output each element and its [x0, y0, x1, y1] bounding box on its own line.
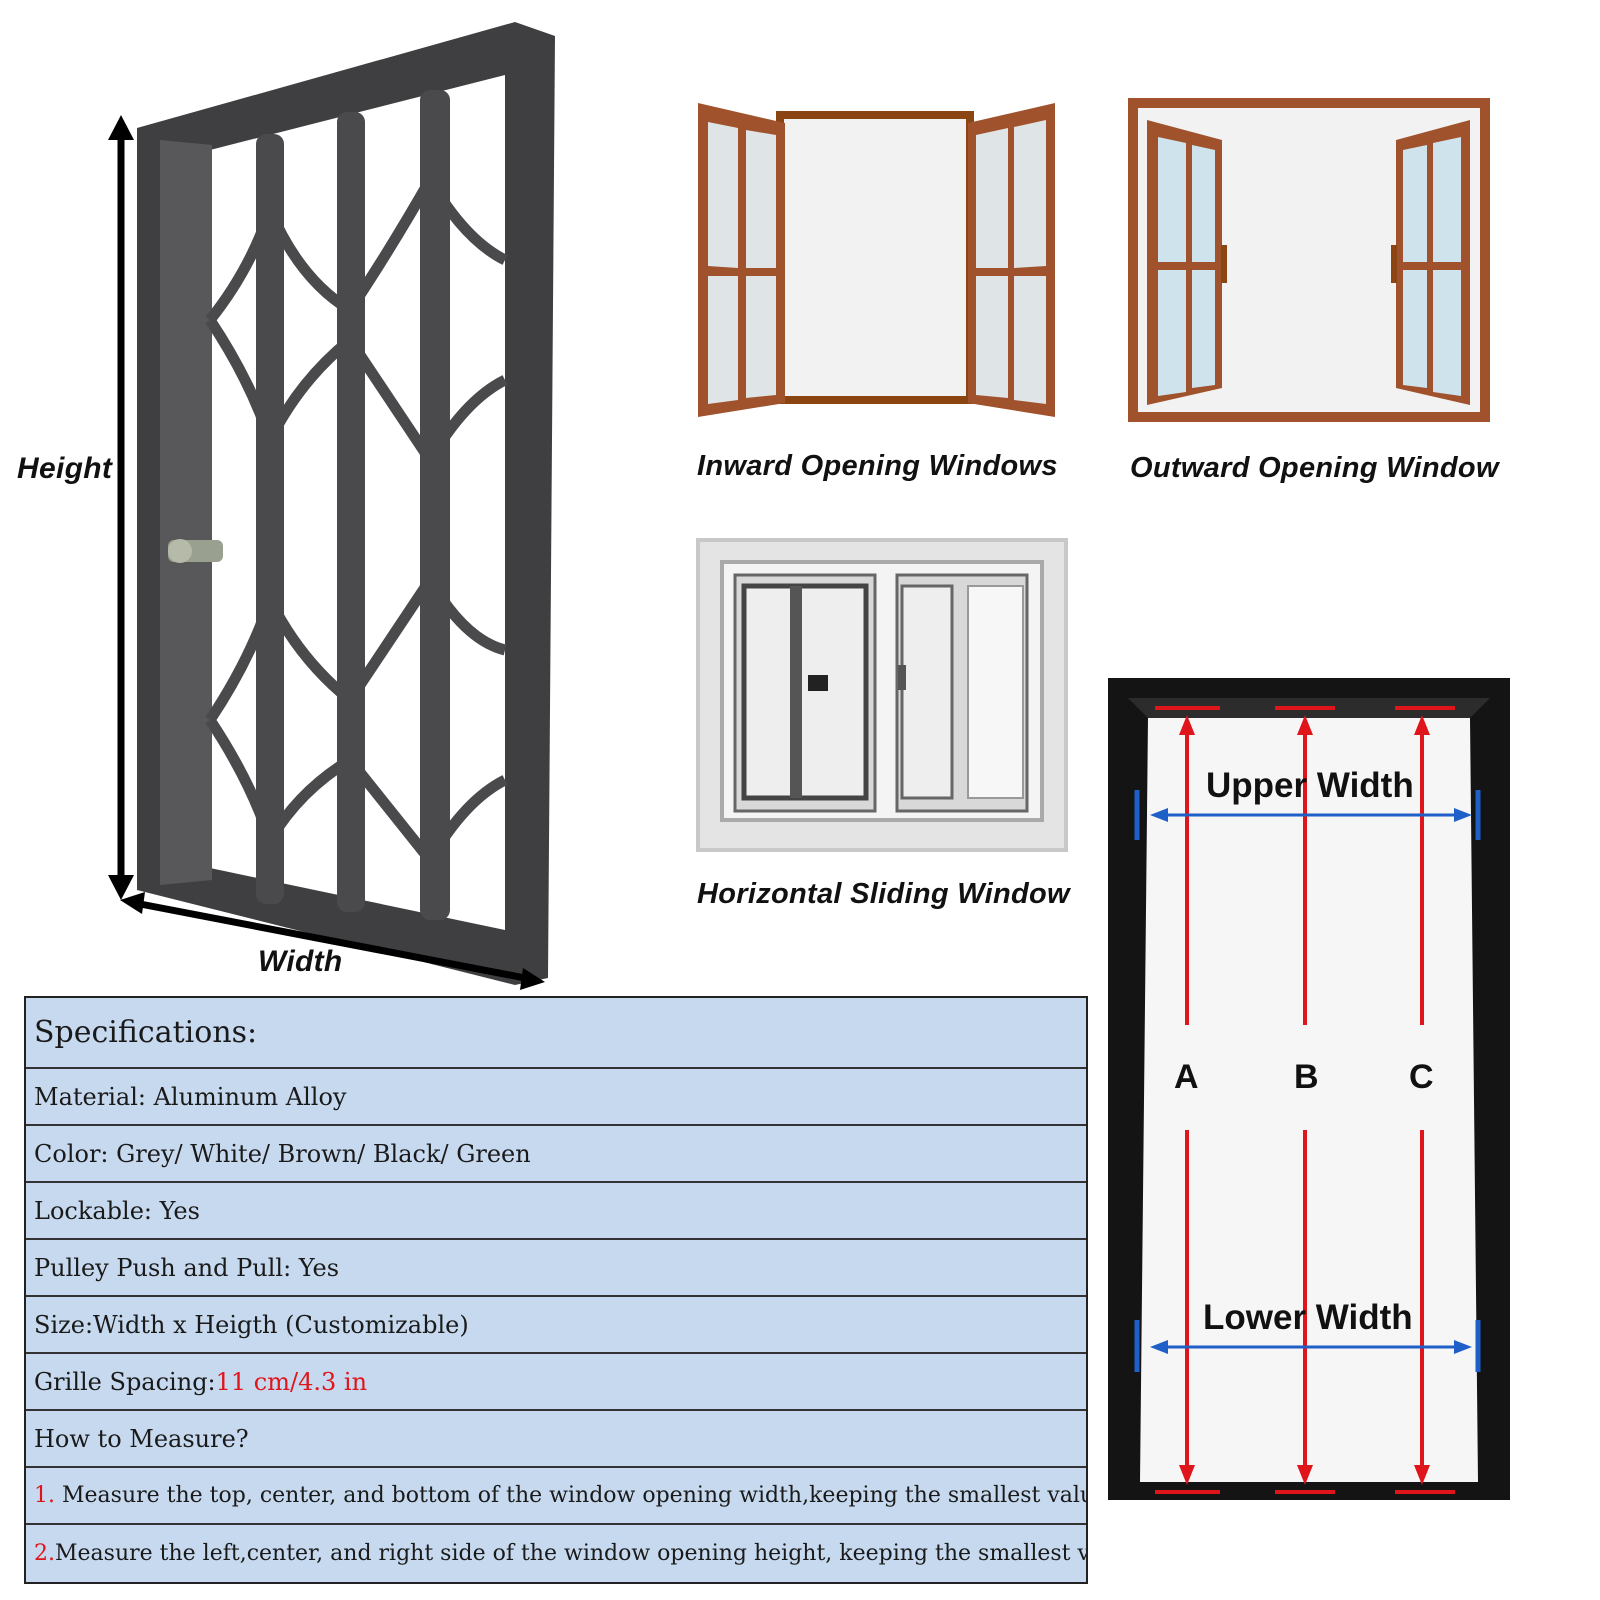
- spec-lockable-text: Lockable: Yes: [34, 1196, 200, 1225]
- spec-header: Specifications:: [26, 998, 1086, 1069]
- spec-row-color: Color: Grey/ White/ Brown/ Black/ Green: [26, 1126, 1086, 1183]
- spec-row-step-2: 2.Measure the left,center, and right sid…: [26, 1525, 1086, 1582]
- grille-bar-3: [420, 90, 450, 920]
- width-arrow-icon: [120, 892, 545, 990]
- sliding-window-label: Horizontal Sliding Window: [697, 878, 1070, 910]
- measure-arrow-b-icon: [1297, 715, 1313, 1485]
- lower-width-label: Lower Width: [1203, 1298, 1413, 1337]
- spec-size-text: Size:Width x Heigth (Customizable): [34, 1310, 469, 1339]
- upper-width-arrow-icon: [1134, 790, 1481, 840]
- spec-row-spacing: Grille Spacing:11 cm/4.3 in: [26, 1354, 1086, 1411]
- spec-step-2-text: Measure the left,center, and right side …: [55, 1541, 1086, 1566]
- lower-width-arrow-icon: [1134, 1320, 1481, 1372]
- width-label: Width: [258, 945, 343, 978]
- spec-header-text: Specifications:: [34, 1015, 258, 1050]
- measure-arrow-c-icon: [1414, 715, 1430, 1485]
- spec-row-pulley: Pulley Push and Pull: Yes: [26, 1240, 1086, 1297]
- spec-material-text: Material: Aluminum Alloy: [34, 1082, 347, 1111]
- height-label: Height: [17, 452, 113, 485]
- inward-window-label: Inward Opening Windows: [697, 450, 1058, 482]
- spec-spacing-value: 11 cm/4.3 in: [215, 1367, 368, 1396]
- spec-pulley-text: Pulley Push and Pull: Yes: [34, 1253, 340, 1282]
- measure-arrow-a-icon: [1179, 715, 1195, 1485]
- grille-left-stile: [160, 140, 212, 885]
- measure-opening: [1140, 718, 1478, 1482]
- spec-row-step-1: 1. Measure the top, center, and bottom o…: [26, 1468, 1086, 1525]
- spec-row-lockable: Lockable: Yes: [26, 1183, 1086, 1240]
- spec-row-how-to: How to Measure?: [26, 1411, 1086, 1468]
- spec-step-1-text: Measure the top, center, and bottom of t…: [55, 1483, 1086, 1508]
- upper-width-label: Upper Width: [1206, 766, 1414, 805]
- spec-step-1-number: 1.: [34, 1483, 55, 1508]
- height-arrow-icon: [108, 115, 134, 900]
- spec-row-size: Size:Width x Heigth (Customizable): [26, 1297, 1086, 1354]
- specifications-table: Specifications: Material: Aluminum Alloy…: [24, 996, 1088, 1584]
- grille-lattice: [205, 169, 508, 870]
- outward-window-label: Outward Opening Window: [1130, 452, 1499, 484]
- spec-step-2-number: 2.: [34, 1541, 55, 1566]
- grille-bar-1: [256, 134, 284, 904]
- spec-how-to-text: How to Measure?: [34, 1424, 249, 1453]
- measure-letter-c: C: [1409, 1058, 1434, 1096]
- spec-color-text: Color: Grey/ White/ Brown/ Black/ Green: [34, 1139, 531, 1168]
- measure-letter-a: A: [1174, 1058, 1199, 1096]
- lock-key-icon: [168, 539, 223, 563]
- spec-row-material: Material: Aluminum Alloy: [26, 1069, 1086, 1126]
- measure-letter-b: B: [1294, 1058, 1319, 1096]
- spec-spacing-prefix: Grille Spacing:: [34, 1367, 216, 1396]
